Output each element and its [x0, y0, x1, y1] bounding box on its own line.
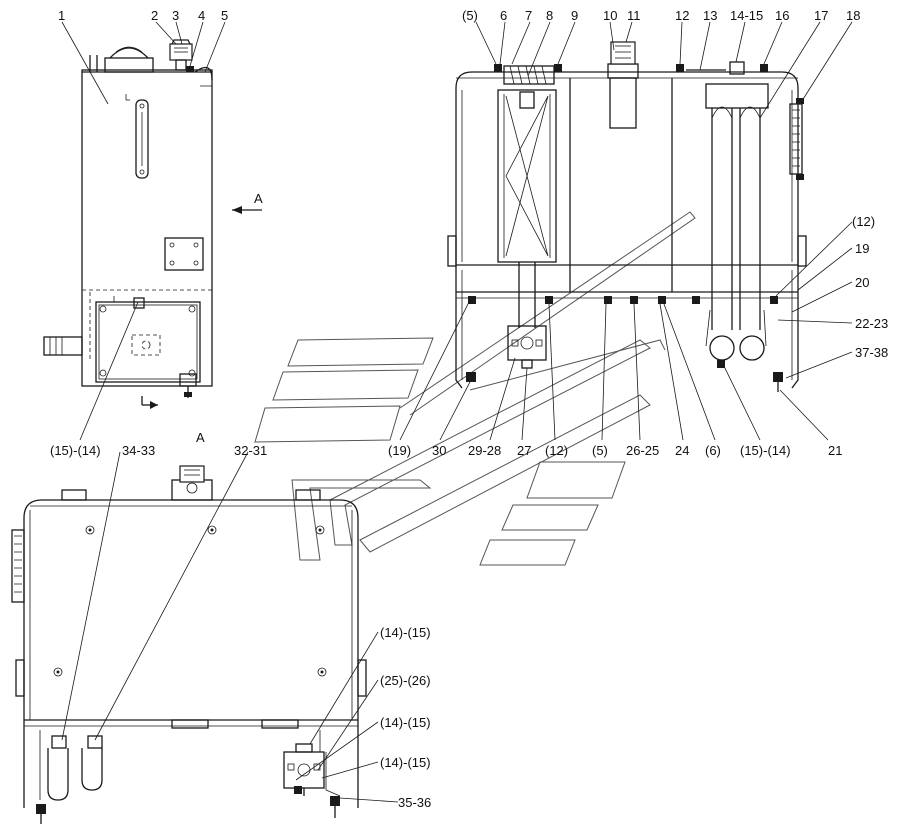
- label-5-paren-top: (5): [462, 8, 478, 23]
- label-3: 3: [172, 8, 179, 23]
- label-1: 1: [58, 8, 65, 23]
- side-outlet-pipe: [43, 336, 83, 356]
- watermark-shapes: [254, 211, 696, 566]
- label-14-15-c: (14)-(15): [380, 755, 431, 770]
- label-17: 17: [814, 8, 828, 23]
- view-a-tank-body: [23, 499, 359, 808]
- label-18: 18: [846, 8, 860, 23]
- label-7: 7: [525, 8, 532, 23]
- tube-end-right: [739, 335, 765, 361]
- label-9: 9: [571, 8, 578, 23]
- label-5-paren-bottom: (5): [592, 443, 608, 458]
- label-22-23: 22-23: [855, 316, 888, 331]
- label-8: 8: [546, 8, 553, 23]
- side-tank-body: [81, 69, 213, 387]
- label-15-14-side: (15)-(14): [50, 443, 101, 458]
- label-32-31: 32-31: [234, 443, 267, 458]
- label-14-15: 14-15: [730, 8, 763, 23]
- part-labels: 1 2 3 4 5 (5) 6 7 8 9 10 11 12 13 14-15 …: [50, 8, 888, 810]
- view-a-title: A: [196, 430, 205, 445]
- label-5: 5: [221, 8, 228, 23]
- level-sight-gauge: [135, 99, 149, 179]
- label-11: 11: [627, 8, 641, 23]
- label-10: 10: [603, 8, 617, 23]
- label-21: 21: [828, 443, 842, 458]
- side-cover-plate: [95, 301, 201, 383]
- mounting-plate: [164, 237, 204, 271]
- label-6: 6: [500, 8, 507, 23]
- label-19-paren: (19): [388, 443, 411, 458]
- label-12: 12: [675, 8, 689, 23]
- side-view: [43, 21, 262, 441]
- label-14-15-a: (14)-(15): [380, 625, 431, 640]
- label-4: 4: [198, 8, 205, 23]
- label-14-15-b: (14)-(15): [380, 715, 431, 730]
- label-6-paren: (6): [705, 443, 721, 458]
- view-a: [11, 451, 399, 824]
- label-24: 24: [675, 443, 689, 458]
- label-26-25: 26-25: [626, 443, 659, 458]
- section-view: [399, 21, 853, 441]
- tube-end-left: [709, 335, 735, 361]
- label-27: 27: [517, 443, 531, 458]
- label-20: 20: [855, 275, 869, 290]
- label-16: 16: [775, 8, 789, 23]
- label-13: 13: [703, 8, 717, 23]
- view-a-sight-gauge: [11, 529, 25, 603]
- label-15-14-section: (15)-(14): [740, 443, 791, 458]
- label-35-36: 35-36: [398, 795, 431, 810]
- section-breather: [609, 77, 637, 129]
- label-2: 2: [151, 8, 158, 23]
- label-37-38: 37-38: [855, 345, 888, 360]
- label-19: 19: [855, 241, 869, 256]
- filler-cap: [104, 57, 154, 73]
- label-30: 30: [432, 443, 446, 458]
- section-tank-shell: [455, 71, 799, 265]
- label-12-paren-right: (12): [852, 214, 875, 229]
- label-34-33: 34-33: [122, 443, 155, 458]
- label-12-paren-bottom: (12): [545, 443, 568, 458]
- return-filter: [497, 89, 557, 263]
- label-29-28: 29-28: [468, 443, 501, 458]
- view-a-marker: A: [254, 191, 263, 206]
- label-25-26: (25)-(26): [380, 673, 431, 688]
